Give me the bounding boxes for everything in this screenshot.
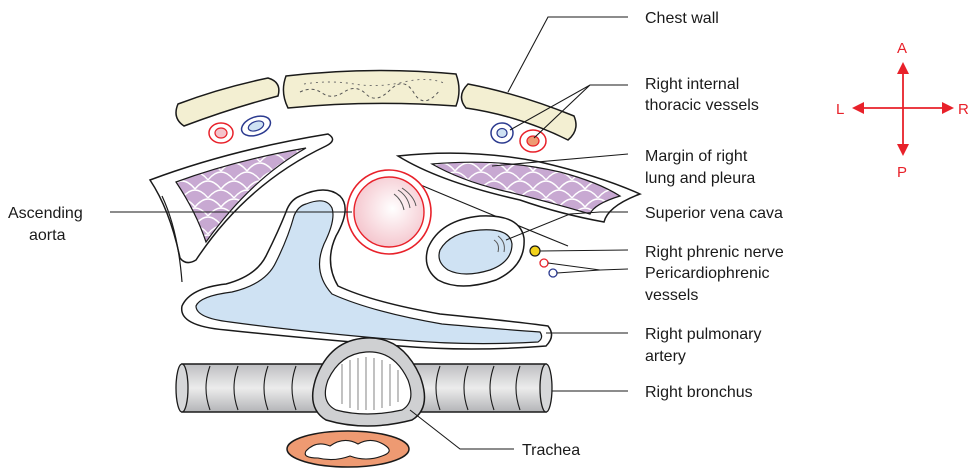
label-pericardiophrenic-line1: Pericardiophrenic bbox=[645, 265, 770, 282]
left-internal-thoracic-vessels bbox=[209, 112, 273, 143]
label-right-phrenic-nerve: Right phrenic nerve bbox=[645, 244, 784, 261]
chest-wall bbox=[176, 70, 576, 140]
sternum bbox=[283, 70, 459, 108]
arrow-left-icon bbox=[852, 102, 864, 114]
label-pericardiophrenic-line2: vessels bbox=[645, 287, 698, 304]
superior-vena-cava bbox=[426, 216, 524, 286]
right-phrenic-nerve bbox=[530, 246, 540, 256]
label-right-internal-thoracic-line1: Right internal bbox=[645, 76, 739, 93]
label-chest-wall: Chest wall bbox=[645, 10, 719, 27]
label-margin-right-lung-line2: lung and pleura bbox=[645, 170, 755, 187]
arrow-down-icon bbox=[897, 144, 909, 156]
label-right-bronchus: Right bronchus bbox=[645, 384, 753, 401]
pericardiophrenic-vessels bbox=[540, 259, 557, 277]
label-right-internal-thoracic-line2: thoracic vessels bbox=[645, 97, 759, 114]
label-ascending-aorta-line2: aorta bbox=[29, 227, 66, 244]
esophagus bbox=[287, 431, 409, 467]
compass-right: R bbox=[958, 101, 969, 118]
orientation-compass: A P L R bbox=[836, 40, 969, 181]
label-right-pulmonary-artery-line2: artery bbox=[645, 348, 686, 365]
label-right-pulmonary-artery-line1: Right pulmonary bbox=[645, 326, 762, 343]
label-margin-right-lung-line1: Margin of right bbox=[645, 148, 748, 165]
compass-posterior: P bbox=[897, 164, 907, 181]
label-ascending-aorta-line1: Ascending bbox=[8, 205, 83, 222]
label-superior-vena-cava: Superior vena cava bbox=[645, 205, 783, 222]
label-trachea: Trachea bbox=[522, 442, 580, 459]
arrow-up-icon bbox=[897, 62, 909, 74]
arrow-right-icon bbox=[942, 102, 954, 114]
ascending-aorta bbox=[347, 170, 431, 254]
trachea bbox=[313, 338, 425, 426]
compass-anterior: A bbox=[897, 40, 907, 57]
right-costal-cartilage bbox=[461, 84, 576, 140]
compass-left: L bbox=[836, 101, 844, 118]
